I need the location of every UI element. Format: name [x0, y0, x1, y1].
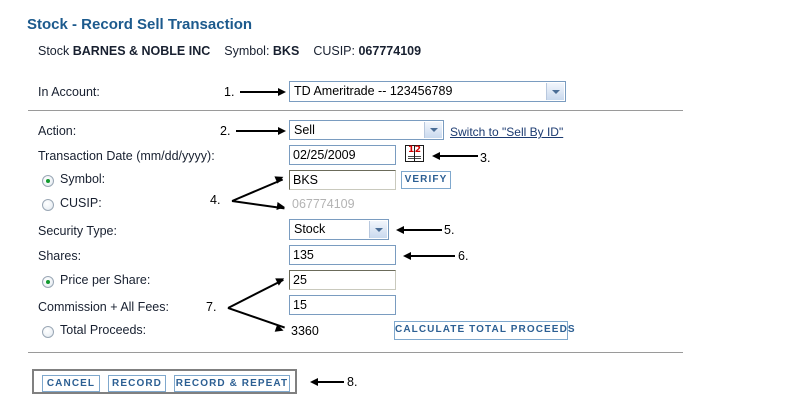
- annotation-2-arrowhead: [278, 127, 286, 135]
- total-proceeds-label: Total Proceeds:: [60, 323, 147, 337]
- cusip-label: CUSIP:: [313, 44, 355, 58]
- chevron-down-icon[interactable]: [424, 122, 442, 138]
- page-title: Stock - Record Sell Transaction: [27, 16, 253, 33]
- security-type-select[interactable]: Stock: [289, 219, 389, 240]
- price-per-share-label: Price per Share:: [60, 273, 151, 287]
- calendar-rule-4: [415, 158, 421, 159]
- annotation-5-arrowhead: [396, 226, 404, 234]
- annotation-1-number: 1.: [224, 85, 235, 99]
- security-type-label: Stock: [38, 44, 70, 58]
- shares-input-value: 135: [293, 248, 314, 262]
- annotation-3-number: 3.: [480, 151, 491, 165]
- annotation-8-line: [318, 381, 344, 383]
- cusip-radio-label: CUSIP:: [60, 196, 102, 210]
- calendar-picker-icon[interactable]: 1 2: [405, 145, 424, 162]
- calendar-digit-left: 1: [408, 145, 415, 155]
- action-label: Action:: [38, 124, 77, 138]
- annotation-6-arrowhead: [403, 252, 411, 260]
- shares-input[interactable]: 135: [289, 245, 396, 265]
- symbol-input-value: BKS: [293, 173, 319, 187]
- radio-symbol[interactable]: [42, 175, 54, 187]
- shares-label: Shares:: [38, 249, 82, 263]
- calendar-rule-1: [408, 156, 414, 157]
- divider-bottom: [28, 352, 683, 353]
- calculate-total-proceeds-button[interactable]: CALCULATE TOTAL PROCEEDS: [394, 321, 575, 340]
- annotation-5-number: 5.: [444, 223, 455, 237]
- cusip-value: 067774109: [358, 44, 422, 58]
- commission-label: Commission + All Fees:: [38, 300, 169, 314]
- divider-top: [28, 110, 683, 111]
- annotation-5-line: [404, 229, 442, 231]
- record-button[interactable]: RECORD: [108, 375, 166, 392]
- chevron-down-icon[interactable]: [369, 221, 387, 238]
- commission-value: 15: [293, 298, 307, 312]
- price-per-share-input[interactable]: 25: [289, 270, 396, 290]
- chevron-down-icon[interactable]: [546, 83, 564, 100]
- annotation-7-arrowhead-upper: [275, 274, 286, 286]
- annotation-1-line: [240, 91, 280, 93]
- symbol-label: Symbol:: [224, 44, 270, 58]
- symbol-input[interactable]: BKS: [289, 170, 396, 190]
- radio-total-proceeds[interactable]: [42, 326, 54, 338]
- security-name: BARNES & NOBLE INC: [72, 44, 211, 58]
- annotation-4-arrowhead-upper: [274, 173, 285, 184]
- annotation-4-arrowhead-lower: [276, 202, 286, 212]
- annotation-8-arrowhead: [310, 378, 318, 386]
- symbol-radio-label: Symbol:: [60, 172, 106, 186]
- security-summary-line: Stock BARNES & NOBLE INC Symbol: BKS CUSIP…: [38, 44, 421, 58]
- in-account-select[interactable]: TD Ameritrade -- 123456789: [289, 81, 566, 102]
- action-select[interactable]: Sell: [289, 120, 444, 140]
- total-proceeds-value: 3360: [291, 324, 319, 338]
- verify-button[interactable]: VERIFY: [401, 171, 451, 189]
- transaction-date-label: Transaction Date (mm/dd/yyyy):: [38, 149, 215, 163]
- annotation-7-line-upper: [227, 278, 284, 309]
- annotation-4-number: 4.: [210, 193, 221, 207]
- calendar-rule-2: [408, 158, 414, 159]
- annotation-6-number: 6.: [458, 249, 469, 263]
- transaction-date-value: 02/25/2009: [293, 148, 356, 162]
- switch-to-sell-by-id-link[interactable]: Switch to "Sell By ID": [450, 125, 564, 139]
- action-value: Sell: [294, 123, 315, 137]
- price-per-share-value: 25: [293, 273, 307, 287]
- cusip-input[interactable]: 067774109: [289, 195, 396, 214]
- radio-cusip[interactable]: [42, 199, 54, 211]
- annotation-2-number: 2.: [220, 124, 231, 138]
- annotation-4-line-upper: [231, 178, 283, 202]
- calendar-digit-right: 2: [414, 145, 421, 155]
- annotation-1-arrowhead: [278, 88, 286, 96]
- annotation-8-number: 8.: [347, 375, 358, 389]
- security-type-value: Stock: [294, 222, 326, 236]
- symbol-value: BKS: [272, 44, 300, 58]
- annotation-3-arrowhead: [432, 152, 440, 160]
- action-button-bar: CANCEL RECORD RECORD & REPEAT: [32, 369, 297, 394]
- cancel-button[interactable]: CANCEL: [42, 375, 100, 392]
- annotation-3-line: [440, 155, 478, 157]
- calendar-spine: [414, 146, 415, 161]
- cusip-input-value: 067774109: [292, 197, 355, 211]
- in-account-label: In Account:: [38, 85, 100, 99]
- in-account-value: TD Ameritrade -- 123456789: [294, 84, 453, 98]
- transaction-date-input[interactable]: 02/25/2009: [289, 145, 396, 165]
- annotation-6-line: [411, 255, 455, 257]
- annotation-7-number: 7.: [206, 300, 217, 314]
- calendar-rule-3: [415, 156, 421, 157]
- commission-input[interactable]: 15: [289, 295, 396, 315]
- annotation-2-line: [236, 130, 280, 132]
- record-and-repeat-button[interactable]: RECORD & REPEAT: [174, 375, 290, 392]
- annotation-7-arrowhead-lower: [274, 324, 285, 335]
- radio-price-per-share[interactable]: [42, 276, 54, 288]
- security-type-label: Security Type:: [38, 224, 117, 238]
